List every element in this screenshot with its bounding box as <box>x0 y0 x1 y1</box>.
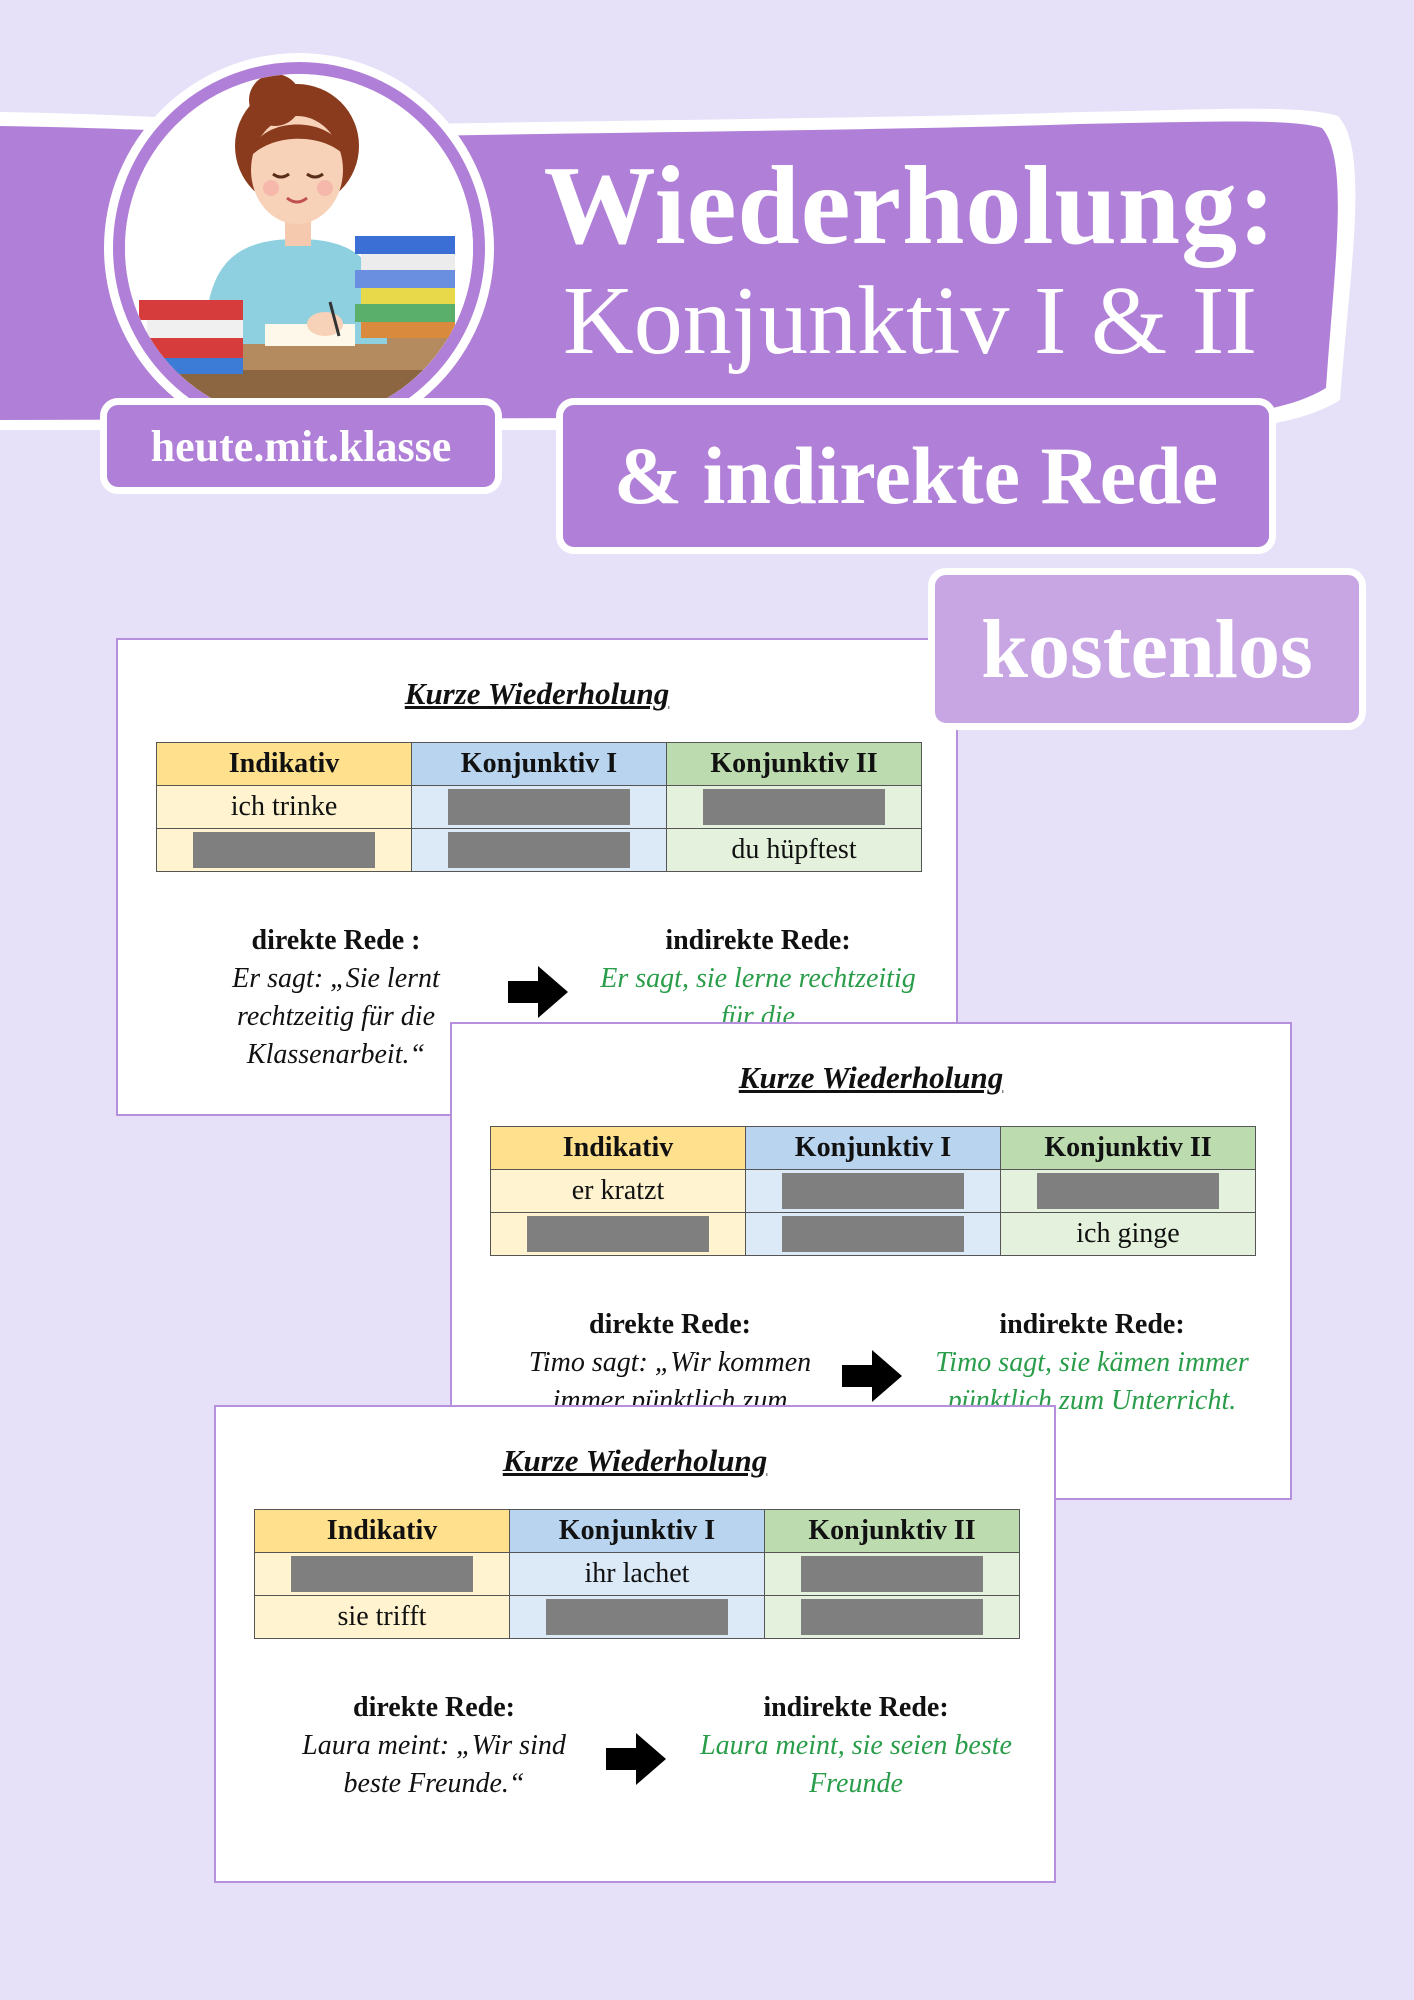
indirect-speech-text: Laura meint, sie seien beste Freunde <box>700 1730 1012 1799</box>
table-header: Indikativ <box>156 742 412 786</box>
indirect-speech: indirekte Rede: Er sagt, sie lerne recht… <box>598 922 918 1036</box>
table-cell <box>666 785 922 829</box>
table-row: ich trinke <box>156 785 922 829</box>
conjugation-table: Indikativ Konjunktiv I Konjunktiv II ihr… <box>254 1509 1020 1639</box>
blank-answer-box <box>801 1556 983 1592</box>
blank-answer-box <box>1037 1173 1219 1209</box>
direct-speech-text: Er sagt: „Sie lernt rechtzeitig für die … <box>232 963 440 1070</box>
direct-speech: direkte Rede : Er sagt: „Sie lernt recht… <box>176 922 496 1074</box>
table-row: ihr lachet <box>254 1552 1020 1596</box>
direct-speech: direkte Rede: Timo sagt: „Wir kommen imm… <box>510 1306 830 1420</box>
teacher-with-books-icon <box>125 74 473 422</box>
indirect-speech: indirekte Rede: Laura meint, sie seien b… <box>696 1689 1016 1803</box>
table-row: du hüpftest <box>156 828 922 872</box>
table-cell <box>509 1595 765 1639</box>
table-header: Konjunktiv I <box>745 1126 1001 1170</box>
table-cell: ich trinke <box>156 785 412 829</box>
table-header: Konjunktiv II <box>666 742 922 786</box>
free-badge: kostenlos <box>928 568 1366 730</box>
table-row: sie trifft <box>254 1595 1020 1639</box>
table-header: Konjunktiv II <box>1000 1126 1256 1170</box>
indirect-speech-label: indirekte Rede: <box>665 925 851 956</box>
teacher-avatar <box>113 62 485 434</box>
table-header-row: Indikativ Konjunktiv I Konjunktiv II <box>254 1509 1020 1553</box>
table-cell: du hüpftest <box>666 828 922 872</box>
direct-speech-label: direkte Rede: <box>589 1309 751 1340</box>
table-header: Konjunktiv II <box>764 1509 1020 1553</box>
table-cell: ihr lachet <box>509 1552 765 1596</box>
table-cell <box>1000 1169 1256 1213</box>
table-cell <box>411 828 667 872</box>
blank-answer-box <box>448 832 630 868</box>
subtitle-banner: & indirekte Rede <box>556 398 1276 554</box>
indirect-speech-label: indirekte Rede: <box>763 1692 949 1723</box>
table-header: Konjunktiv I <box>509 1509 765 1553</box>
blank-answer-box <box>546 1599 728 1635</box>
arrow-right-icon <box>508 966 568 1018</box>
brand-badge: heute.mit.klasse <box>100 398 502 494</box>
blank-answer-box <box>448 789 630 825</box>
table-header-row: Indikativ Konjunktiv I Konjunktiv II <box>490 1126 1256 1170</box>
blank-answer-box <box>527 1216 709 1252</box>
direct-speech-label: direkte Rede : <box>251 925 421 956</box>
conjugation-table: Indikativ Konjunktiv I Konjunktiv II ich… <box>156 742 922 872</box>
indirect-speech-label: indirekte Rede: <box>999 1309 1185 1340</box>
table-row: ich ginge <box>490 1212 1256 1256</box>
blank-answer-box <box>801 1599 983 1635</box>
conjugation-table: Indikativ Konjunktiv I Konjunktiv II er … <box>490 1126 1256 1256</box>
table-header: Indikativ <box>254 1509 510 1553</box>
table-cell <box>490 1212 746 1256</box>
table-cell: er kratzt <box>490 1169 746 1213</box>
preview-card-3: Kurze Wiederholung Indikativ Konjunktiv … <box>214 1405 1056 1883</box>
table-header: Indikativ <box>490 1126 746 1170</box>
table-cell: sie trifft <box>254 1595 510 1639</box>
table-row: er kratzt <box>490 1169 1256 1213</box>
table-cell <box>411 785 667 829</box>
blank-answer-box <box>193 832 375 868</box>
table-cell <box>156 828 412 872</box>
table-cell <box>764 1552 1020 1596</box>
arrow-right-icon <box>606 1733 666 1785</box>
table-cell <box>745 1212 1001 1256</box>
table-cell: ich ginge <box>1000 1212 1256 1256</box>
table-header: Konjunktiv I <box>411 742 667 786</box>
direct-speech: direkte Rede: Laura meint: „Wir sind bes… <box>274 1689 594 1803</box>
table-header-row: Indikativ Konjunktiv I Konjunktiv II <box>156 742 922 786</box>
indirect-speech-text: Timo sagt, sie kämen immer pünktlich zum… <box>935 1347 1249 1416</box>
table-cell <box>745 1169 1001 1213</box>
direct-speech-label: direkte Rede: <box>353 1692 515 1723</box>
page-title: Wiederholung: <box>543 144 1277 268</box>
table-cell <box>254 1552 510 1596</box>
blank-answer-box <box>291 1556 473 1592</box>
card-title: Kurze Wiederholung <box>502 1443 768 1478</box>
direct-speech-text: Laura meint: „Wir sind beste Freunde.“ <box>302 1730 566 1799</box>
blank-answer-box <box>782 1173 964 1209</box>
arrow-right-icon <box>842 1350 902 1402</box>
blank-answer-box <box>782 1216 964 1252</box>
card-title: Kurze Wiederholung <box>738 1060 1004 1095</box>
table-cell <box>764 1595 1020 1639</box>
blank-answer-box <box>703 789 885 825</box>
page-title-topic: Konjunktiv I & II <box>562 267 1258 375</box>
indirect-speech: indirekte Rede: Timo sagt, sie kämen imm… <box>932 1306 1252 1420</box>
card-title: Kurze Wiederholung <box>404 676 670 711</box>
